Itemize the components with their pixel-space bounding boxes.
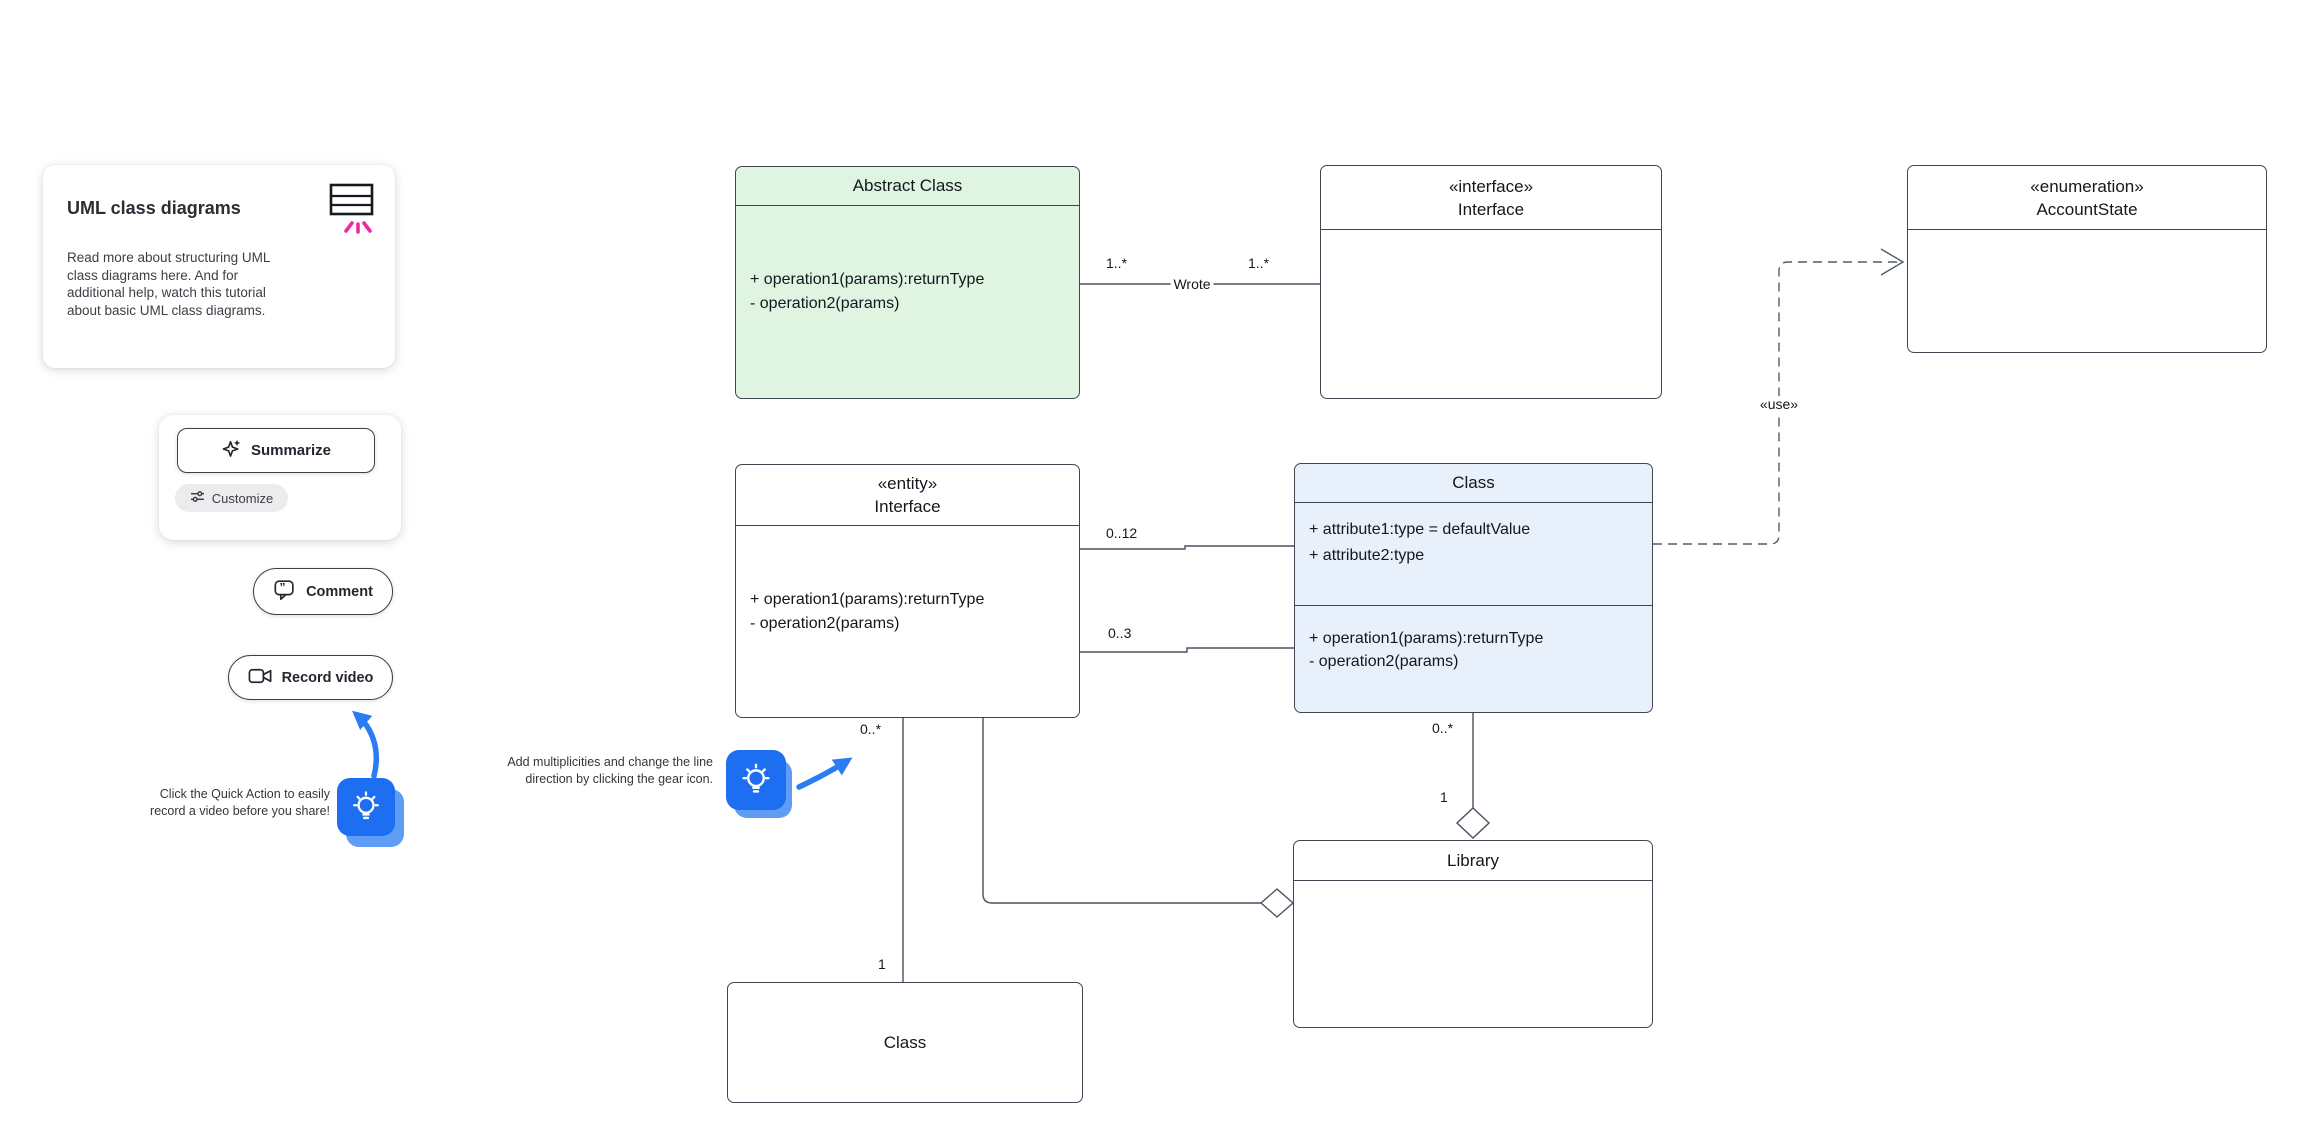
multiplicity-label: 0..12 bbox=[1106, 525, 1138, 541]
aggregation-diamond-icon bbox=[1259, 888, 1295, 918]
lightbulb-sticker[interactable] bbox=[726, 750, 794, 820]
comment-bubble-icon: ” bbox=[273, 578, 297, 606]
svg-text:”: ” bbox=[280, 580, 286, 594]
info-card-body: Read more about structuring UML class di… bbox=[67, 250, 271, 318]
multiplicity-label: 0..* bbox=[1432, 720, 1454, 736]
uml-box-class-detail[interactable]: Class + attribute1:type = defaultValue +… bbox=[1294, 463, 1653, 713]
info-card[interactable]: UML class diagrams Read more about struc… bbox=[43, 165, 395, 368]
multiplicity-label: 1..* bbox=[1106, 255, 1128, 271]
uml-operations: + operation1(params):returnType - operat… bbox=[750, 271, 985, 312]
summarize-button-label: Summarize bbox=[250, 442, 332, 459]
uml-box-title: «entity» Interface bbox=[736, 465, 1079, 526]
connector-association-0-12[interactable] bbox=[1080, 545, 1294, 550]
uml-box-enumeration[interactable]: «enumeration» AccountState bbox=[1907, 165, 2267, 353]
uml-box-class-simple[interactable]: Class bbox=[727, 982, 1083, 1103]
multiplicity-label: 0..3 bbox=[1108, 625, 1132, 641]
uml-box-library[interactable]: Library bbox=[1293, 840, 1653, 1028]
uml-box-interface[interactable]: «interface» Interface bbox=[1320, 165, 1662, 399]
record-video-button-label: Record video bbox=[281, 669, 374, 686]
stereotype-label: «interface» bbox=[1448, 176, 1534, 196]
association-name-label: Wrote bbox=[1170, 276, 1214, 292]
uml-box-title: Library bbox=[1294, 841, 1652, 881]
uml-box-abstract-class[interactable]: Abstract Class + operation1(params):retu… bbox=[735, 166, 1080, 399]
multiplicity-label: 1 bbox=[1440, 789, 1448, 805]
class-name-label: Interface bbox=[874, 497, 941, 516]
sparkle-icon bbox=[221, 438, 242, 463]
class-diagram-icon bbox=[329, 183, 375, 240]
customize-button[interactable]: Customize bbox=[175, 484, 288, 512]
uml-box-title: Class bbox=[883, 1032, 927, 1052]
multiplicity-label: 1..* bbox=[1248, 255, 1270, 271]
multiplicity-tip-text: Add multiplicities and change the line d… bbox=[507, 755, 713, 786]
video-camera-icon bbox=[248, 666, 273, 690]
lightbulb-icon bbox=[726, 750, 786, 810]
uml-box-title: «interface» Interface bbox=[1321, 166, 1661, 230]
connector-entity-to-library[interactable] bbox=[982, 716, 1261, 904]
lightbulb-icon bbox=[337, 778, 395, 836]
sliders-icon bbox=[190, 490, 205, 506]
arrow-to-diagram-icon bbox=[796, 757, 853, 790]
summarize-button[interactable]: Summarize bbox=[177, 428, 375, 473]
stereotype-label: «entity» bbox=[877, 474, 938, 493]
uml-box-entity-interface[interactable]: «entity» Interface + operation1(params):… bbox=[735, 464, 1080, 718]
lightbulb-sticker[interactable] bbox=[337, 778, 405, 848]
open-arrowhead-icon bbox=[1880, 248, 1905, 276]
use-dependency-label: «use» bbox=[1756, 396, 1802, 412]
record-video-tip-text: Click the Quick Action to easily record … bbox=[150, 787, 330, 818]
uml-box-title: Abstract Class bbox=[736, 167, 1079, 206]
class-name-label: Interface bbox=[1457, 199, 1525, 219]
customize-button-label: Customize bbox=[211, 490, 274, 506]
uml-operations: + operation1(params):returnType - operat… bbox=[1309, 630, 1544, 670]
summarize-widget: Summarize Customize bbox=[159, 415, 401, 540]
multiplicity-label: 1 bbox=[878, 956, 886, 972]
multiplicity-label: 0..* bbox=[860, 721, 882, 737]
info-card-title: UML class diagrams bbox=[67, 198, 241, 218]
comment-button-label: Comment bbox=[306, 583, 373, 600]
aggregation-diamond-icon bbox=[1455, 807, 1491, 839]
comment-button[interactable]: ” Comment bbox=[253, 568, 393, 615]
uml-attributes: + attribute1:type = defaultValue + attri… bbox=[1295, 503, 1652, 606]
record-video-button[interactable]: Record video bbox=[228, 655, 393, 700]
uml-operations: + operation1(params):returnType - operat… bbox=[750, 591, 985, 632]
uml-box-title: Class bbox=[1295, 464, 1652, 503]
uml-box-title: «enumeration» AccountState bbox=[1908, 166, 2266, 230]
class-name-label: AccountState bbox=[2036, 199, 2138, 219]
arrow-to-record-video-icon bbox=[352, 710, 380, 779]
stereotype-label: «enumeration» bbox=[2030, 176, 2144, 196]
connector-association-0-3[interactable] bbox=[1080, 647, 1294, 653]
